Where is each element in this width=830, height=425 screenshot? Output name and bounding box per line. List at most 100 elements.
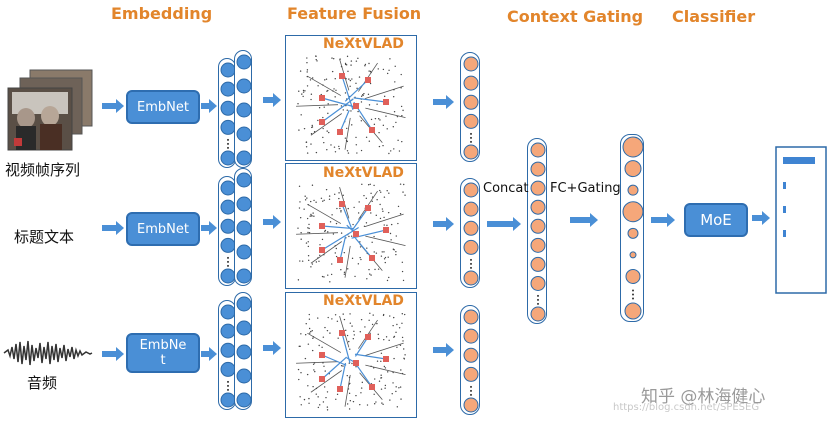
fused-vector-2 bbox=[460, 305, 480, 415]
flow-arrow bbox=[102, 99, 124, 113]
feature-point bbox=[334, 193, 336, 195]
feature-point bbox=[357, 212, 360, 214]
feature-point bbox=[317, 119, 319, 122]
feature-point bbox=[349, 313, 351, 315]
partition-line bbox=[310, 113, 342, 136]
feature-point bbox=[353, 334, 356, 336]
feature-point bbox=[369, 70, 372, 73]
nextvlad-title-title: NeXtVLAD bbox=[323, 165, 404, 181]
ellipsis-dot bbox=[227, 256, 229, 259]
feature-point bbox=[299, 201, 301, 203]
feature-point bbox=[403, 183, 405, 186]
feature-point bbox=[299, 217, 302, 219]
feature-point bbox=[351, 325, 353, 327]
feature-point bbox=[378, 131, 380, 134]
partition-line bbox=[296, 104, 339, 107]
feature-point bbox=[393, 316, 395, 319]
gated-vector bbox=[620, 134, 644, 322]
feature-point bbox=[304, 90, 306, 92]
feature-point bbox=[374, 268, 376, 271]
feature-point bbox=[380, 374, 382, 376]
feature-point bbox=[349, 85, 351, 87]
feature-point bbox=[334, 252, 336, 254]
ellipsis-dot bbox=[632, 297, 634, 300]
feature-point bbox=[327, 231, 329, 233]
feature-point bbox=[379, 203, 381, 206]
feature-point bbox=[360, 149, 363, 152]
feature-point bbox=[365, 136, 368, 138]
feature-point bbox=[328, 131, 330, 134]
feature-point bbox=[338, 148, 340, 150]
output-bar-2 bbox=[783, 182, 786, 189]
cluster-center bbox=[319, 376, 325, 382]
feature-point bbox=[324, 79, 326, 81]
fc-gating-label: FC+Gating bbox=[550, 181, 621, 196]
cluster-center bbox=[339, 73, 345, 79]
feature-point bbox=[323, 199, 325, 201]
ellipsis-dot bbox=[227, 260, 229, 263]
feature-point bbox=[360, 120, 363, 122]
feature-point bbox=[375, 214, 377, 217]
feature-point bbox=[383, 196, 386, 198]
feature-point bbox=[345, 139, 348, 142]
feature-point bbox=[402, 279, 405, 282]
feature-point bbox=[315, 261, 318, 263]
feature-point bbox=[371, 323, 374, 326]
node-circle bbox=[463, 239, 479, 255]
feature-point bbox=[349, 400, 352, 402]
node-circle bbox=[530, 256, 546, 272]
feature-point bbox=[348, 235, 350, 238]
feature-point bbox=[300, 114, 302, 116]
feature-point bbox=[323, 365, 325, 367]
feature-point bbox=[344, 137, 347, 139]
residual-arrow bbox=[344, 79, 369, 102]
residual-arrow bbox=[339, 362, 347, 390]
feature-point bbox=[359, 246, 362, 248]
partition-line bbox=[364, 342, 404, 356]
cluster-center bbox=[369, 127, 375, 133]
feature-point bbox=[306, 57, 308, 59]
ellipsis-dot bbox=[470, 132, 472, 135]
feature-point bbox=[393, 111, 396, 113]
feature-point bbox=[313, 362, 316, 364]
feature-point bbox=[323, 276, 325, 278]
feature-point bbox=[331, 214, 333, 216]
feature-point bbox=[347, 268, 349, 270]
feature-point bbox=[389, 315, 391, 317]
ellipsis-dot bbox=[227, 138, 229, 141]
feature-point bbox=[352, 223, 354, 226]
feature-point bbox=[323, 141, 325, 144]
feature-point bbox=[359, 256, 361, 259]
cluster-center bbox=[369, 384, 375, 390]
feature-point bbox=[346, 374, 348, 377]
feature-point bbox=[334, 245, 336, 247]
feature-point bbox=[361, 183, 363, 186]
feature-point bbox=[367, 184, 370, 186]
partition-line bbox=[307, 203, 342, 224]
cluster-center bbox=[319, 352, 325, 358]
feature-point bbox=[376, 198, 378, 201]
feature-point bbox=[311, 124, 313, 127]
residual-arrow bbox=[355, 363, 373, 388]
feature-point bbox=[392, 248, 395, 250]
output-bar-4 bbox=[783, 230, 786, 237]
feature-point bbox=[398, 327, 401, 329]
feature-point bbox=[335, 247, 338, 250]
node-circle bbox=[530, 237, 546, 253]
feature-point bbox=[351, 124, 353, 126]
node-circle bbox=[463, 201, 479, 217]
feature-point bbox=[394, 65, 396, 67]
feature-point bbox=[351, 257, 354, 260]
feature-point bbox=[323, 254, 325, 256]
feature-point bbox=[326, 149, 328, 151]
feature-point bbox=[317, 396, 319, 398]
node-circle bbox=[236, 102, 252, 118]
ellipsis-dot bbox=[470, 262, 472, 265]
feature-point bbox=[298, 129, 300, 131]
node-circle bbox=[530, 161, 546, 177]
embnet-label: EmbNet bbox=[137, 221, 189, 237]
feature-point bbox=[318, 107, 321, 109]
feature-point bbox=[401, 261, 404, 263]
fused-vector-0 bbox=[460, 52, 480, 162]
feature-point bbox=[399, 183, 402, 185]
